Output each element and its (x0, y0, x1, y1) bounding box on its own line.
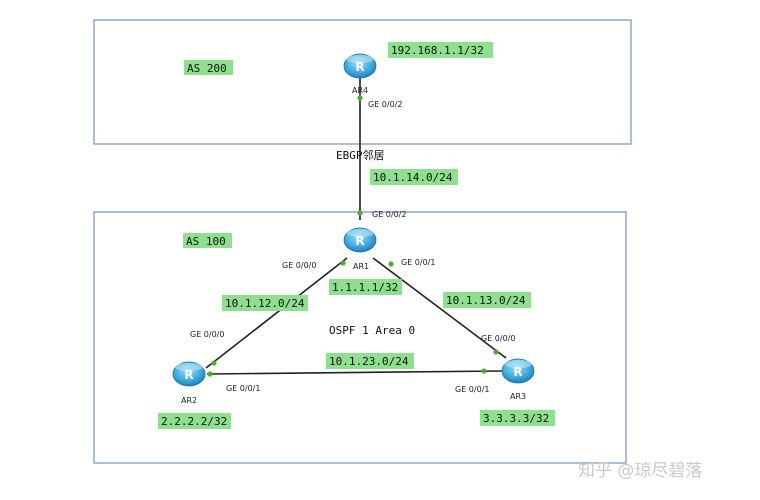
as100-label-bg (183, 233, 232, 248)
router-name-ar2: AR2 (181, 396, 197, 405)
router-icon: R (343, 53, 377, 79)
port-ar1-ge001 (388, 261, 394, 267)
router-icon: R (343, 227, 377, 253)
port-label-ar4: GE 0/0/2 (368, 100, 402, 109)
as200-label: AS 200 (187, 62, 227, 75)
router-ar2[interactable]: R (172, 361, 206, 387)
loopback-ar3-bg (480, 410, 555, 426)
svg-text:R: R (355, 60, 364, 74)
router-name-ar3: AR3 (510, 392, 526, 401)
link-ar1-ar3 (372, 257, 507, 359)
subnet-ar4-ar1-bg (370, 169, 458, 185)
loopback-ar4-bg (388, 42, 493, 58)
loopback-ar2: 2.2.2.2/32 (161, 415, 227, 428)
as200-box (93, 19, 632, 145)
port-label-ar2-right: GE 0/0/1 (226, 384, 260, 393)
subnet-ar1-ar2-bg (222, 295, 308, 311)
link-ar1-ar2 (205, 257, 348, 369)
subnet-ar2-ar3-bg (326, 353, 414, 369)
svg-text:R: R (513, 365, 522, 379)
loopback-ar3: 3.3.3.3/32 (483, 412, 549, 425)
subnet-ar2-ar3: 10.1.23.0/24 (329, 355, 409, 368)
router-name-ar1: AR1 (353, 262, 369, 271)
subnet-ar1-ar3-bg (443, 292, 531, 308)
subnet-ar1-ar2: 10.1.12.0/24 (225, 297, 305, 310)
port-label-ar3-left: GE 0/0/1 (455, 385, 489, 394)
router-name-ar4: AR4 (352, 86, 368, 95)
port-label-ar1-right: GE 0/0/1 (401, 258, 435, 267)
port-ar3-ge001 (481, 368, 487, 374)
loopback-ar4: 192.168.1.1/32 (391, 44, 484, 57)
port-label-ar2-up: GE 0/0/0 (190, 330, 224, 339)
router-ar1[interactable]: R (343, 227, 377, 253)
port-ar2-ge001 (207, 371, 213, 377)
svg-text:R: R (355, 234, 364, 248)
router-icon: R (172, 361, 206, 387)
as100-label: AS 100 (186, 235, 226, 248)
as200-label-bg (184, 60, 233, 75)
loopback-ar2-bg (158, 413, 231, 429)
port-label-ar3-up: GE 0/0/0 (481, 334, 515, 343)
router-icon: R (501, 358, 535, 384)
port-ar1-ge002 (357, 210, 363, 216)
subnet-ar4-ar1: 10.1.14.0/24 (373, 171, 453, 184)
port-label-ar1-up: GE 0/0/2 (372, 210, 406, 219)
loopback-ar1: 1.1.1.1/32 (332, 281, 398, 294)
svg-text:R: R (184, 368, 193, 382)
link-ar2-ar3 (206, 370, 503, 375)
router-ar3[interactable]: R (501, 358, 535, 384)
ebgp-peer-label: EBGP邻居 (336, 149, 385, 162)
watermark: 知乎 @琼尽碧落 (578, 461, 702, 481)
port-label-ar1-left: GE 0/0/0 (282, 261, 316, 270)
subnet-ar1-ar3: 10.1.13.0/24 (446, 294, 526, 307)
port-ar2-ge000 (211, 360, 217, 366)
port-ar1-ge000 (340, 260, 346, 266)
loopback-ar1-bg (329, 279, 402, 295)
port-ar4-ge002 (357, 95, 363, 101)
ospf-area-label: OSPF 1 Area 0 (329, 324, 415, 337)
port-ar3-ge000 (493, 349, 499, 355)
router-ar4[interactable]: R (343, 53, 377, 79)
